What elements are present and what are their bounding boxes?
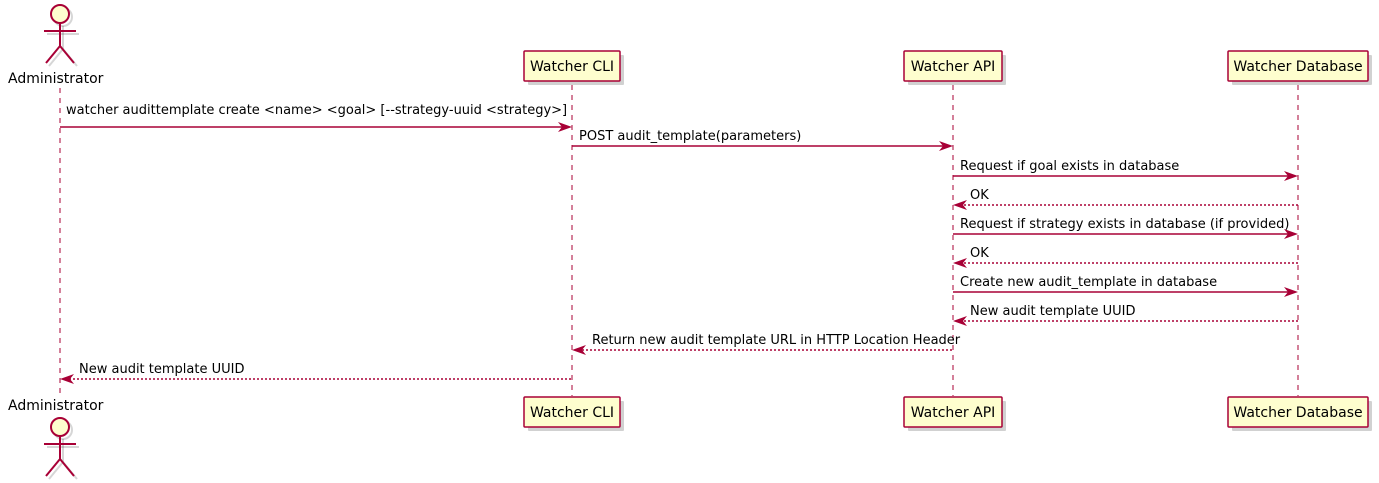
participant-rect-db-bottom[interactable] xyxy=(1227,396,1369,428)
participant-label-db-top: Watcher Database xyxy=(1233,59,1362,75)
participant-box-api-bottom[interactable]: Watcher API xyxy=(903,396,1006,431)
message-6-arrowhead xyxy=(953,258,967,268)
message-1-arrowhead xyxy=(558,122,572,132)
participant-box-cli-bottom[interactable]: Watcher CLI xyxy=(523,396,624,431)
message-7-label: Create new audit_template in database xyxy=(960,275,1217,290)
message-2-label: POST audit_template(parameters) xyxy=(579,129,801,144)
participant-label-cli-top: Watcher CLI xyxy=(530,59,614,75)
participant-rect-api-top[interactable] xyxy=(903,50,1003,82)
message-3: Request if goal exists in database xyxy=(953,159,1298,181)
message-2: POST audit_template(parameters) xyxy=(572,129,953,151)
message-3-arrowhead xyxy=(1284,171,1298,181)
participant-box-db-bottom[interactable]: Watcher Database xyxy=(1227,396,1372,431)
message-6: OK xyxy=(953,246,1298,268)
message-3-label: Request if goal exists in database xyxy=(960,159,1179,174)
actor-leg-right-line-bottom xyxy=(59,458,75,477)
participant-label-db-bottom: Watcher Database xyxy=(1233,405,1362,421)
actor-administrator-bottom: Administrator xyxy=(8,398,104,480)
participant-rect-cli-bottom[interactable] xyxy=(523,396,621,428)
actor-administrator-top: Administrator xyxy=(8,4,104,87)
message-4-label: OK xyxy=(970,188,989,203)
actor-head-icon xyxy=(50,4,70,24)
message-8: New audit template UUID xyxy=(953,304,1298,326)
message-10-label: New audit template UUID xyxy=(79,362,244,377)
actor-leg-right-line xyxy=(59,45,75,64)
message-7: Create new audit_template in database xyxy=(953,275,1298,297)
actor-label-administrator-top: Administrator xyxy=(8,71,104,87)
lifelines-group xyxy=(59,85,1299,396)
participant-rect-cli-top[interactable] xyxy=(523,50,621,82)
participant-rect-api-bottom[interactable] xyxy=(903,396,1003,428)
participant-label-api-top: Watcher API xyxy=(911,59,996,75)
message-5-label: Request if strategy exists in database (… xyxy=(960,217,1289,232)
message-8-label: New audit template UUID xyxy=(970,304,1135,319)
message-9-arrowhead xyxy=(572,345,586,355)
message-4: OK xyxy=(953,188,1298,210)
participant-label-cli-bottom: Watcher CLI xyxy=(530,405,614,421)
participant-rect-db-top[interactable] xyxy=(1227,50,1369,82)
participant-box-cli-top[interactable]: Watcher CLI xyxy=(523,50,624,85)
message-9: Return new audit template URL in HTTP Lo… xyxy=(572,333,961,355)
actor-leg-left-line xyxy=(45,45,61,64)
actor-head-icon-bottom xyxy=(50,417,70,437)
participant-label-api-bottom: Watcher API xyxy=(911,405,996,421)
message-8-arrowhead xyxy=(953,316,967,326)
message-7-arrowhead xyxy=(1284,287,1298,297)
message-5: Request if strategy exists in database (… xyxy=(953,217,1298,239)
participant-box-db-top[interactable]: Watcher Database xyxy=(1227,50,1372,85)
message-1: watcher audittemplate create <name> <goa… xyxy=(60,103,572,132)
actor-label-administrator-bottom: Administrator xyxy=(8,398,104,414)
message-10: New audit template UUID xyxy=(60,362,571,384)
message-9-label: Return new audit template URL in HTTP Lo… xyxy=(592,333,961,348)
message-4-arrowhead xyxy=(953,200,967,210)
actor-leg-left-line-bottom xyxy=(45,458,61,477)
message-6-label: OK xyxy=(970,246,989,261)
message-10-arrowhead xyxy=(60,374,74,384)
participant-box-api-top[interactable]: Watcher API xyxy=(903,50,1006,85)
message-5-arrowhead xyxy=(1284,229,1298,239)
message-2-arrowhead xyxy=(939,141,953,151)
message-1-label: watcher audittemplate create <name> <goa… xyxy=(66,103,567,118)
